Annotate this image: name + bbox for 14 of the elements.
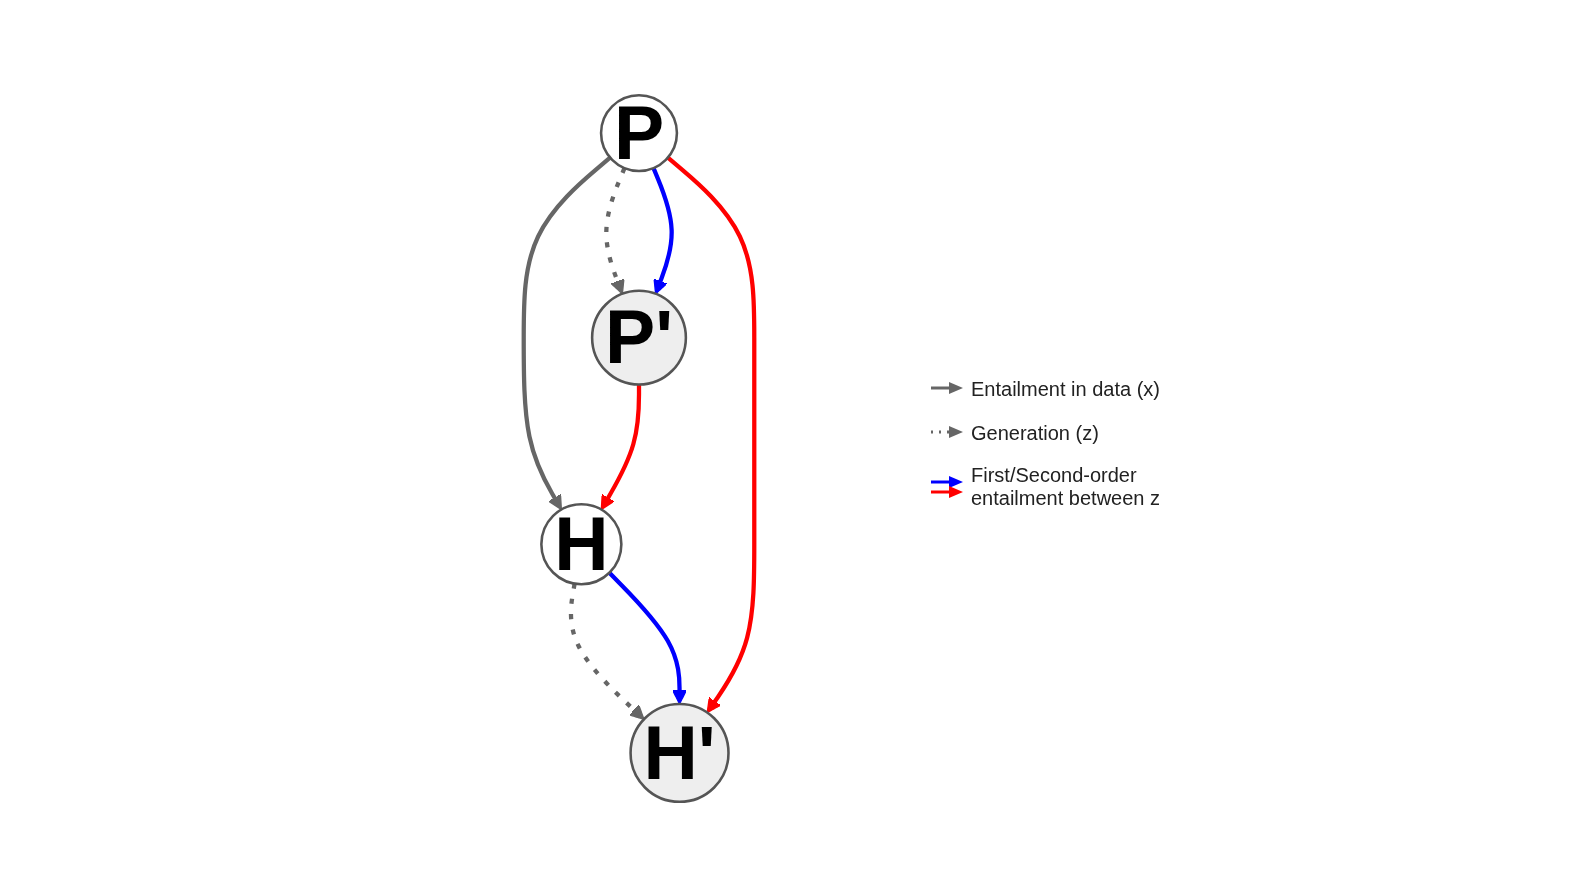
arrow — [607, 571, 688, 705]
arrow — [604, 167, 627, 295]
arrow — [600, 384, 642, 511]
node-circle: P' — [590, 289, 688, 386]
legend-text: Generation (z) — [971, 421, 1099, 445]
legend-text: First/Second-order entailment between z — [971, 464, 1161, 510]
node-circle: H' — [629, 702, 730, 804]
arrow — [521, 156, 612, 511]
arrow — [651, 167, 674, 295]
legend-text: Entailment in data (x) — [971, 377, 1160, 401]
node-circle: H — [540, 502, 623, 586]
arrow — [568, 583, 645, 720]
node-circle: P — [599, 93, 679, 173]
arrow — [666, 156, 757, 714]
